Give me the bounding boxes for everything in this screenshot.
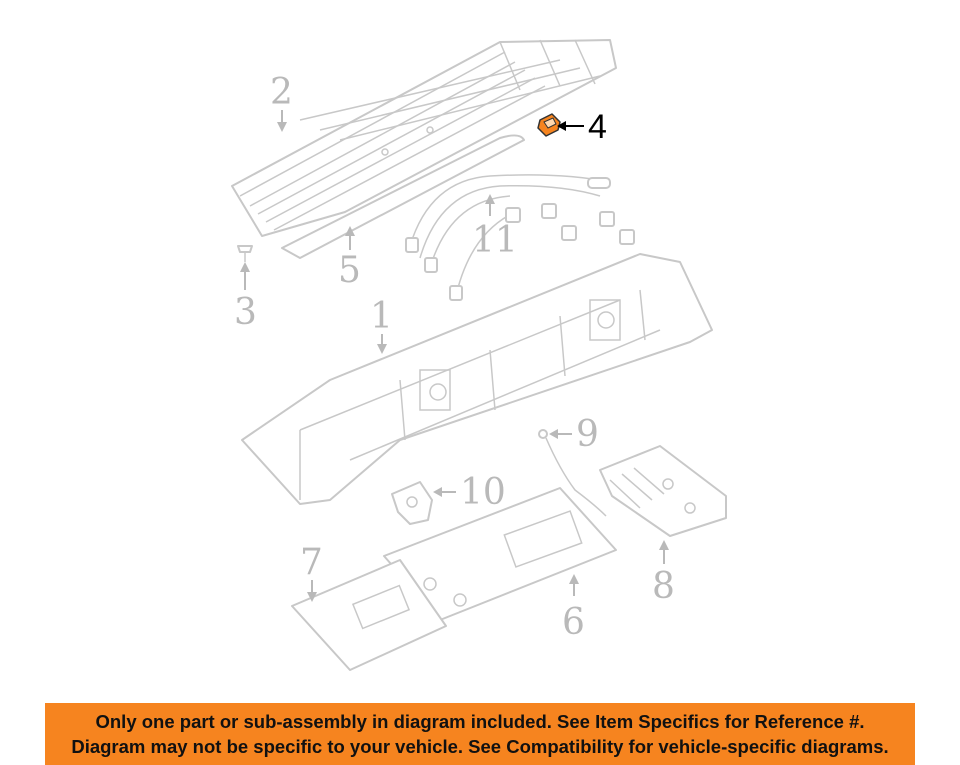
disclaimer-banner: Only one part or sub-assembly in diagram… (45, 703, 915, 765)
callout-2: 2 (270, 72, 293, 113)
part-11-harness (405, 174, 635, 301)
parts-diagram: 2 4 5 3 11 1 9 10 7 6 8 (231, 39, 727, 671)
callout-10: 10 (460, 472, 506, 513)
callout-6: 6 (562, 602, 585, 643)
part-7-panel (291, 559, 447, 671)
part-4-clip-highlighted (537, 113, 561, 137)
part-8-cover (599, 445, 727, 537)
callout-7: 7 (300, 542, 323, 583)
part-3-screw (237, 245, 253, 262)
callout-8: 8 (652, 566, 675, 607)
callout-1: 1 (370, 296, 393, 337)
callout-labels: 2 4 5 3 11 1 9 10 7 6 8 (234, 72, 675, 643)
part-1-console (241, 253, 713, 505)
part-5-seal (281, 134, 525, 259)
callout-3: 3 (234, 292, 257, 333)
part-9-lead (538, 429, 607, 517)
callout-arrows (240, 110, 669, 602)
disclaimer-line-1: Only one part or sub-assembly in diagram… (95, 711, 865, 732)
callout-9: 9 (576, 414, 599, 455)
part-10-bracket (391, 481, 433, 525)
callout-5: 5 (338, 250, 361, 291)
part-2-rails (231, 39, 617, 237)
callout-11: 11 (472, 220, 518, 261)
callout-4: 4 (588, 108, 607, 146)
disclaimer-line-2: Diagram may not be specific to your vehi… (71, 736, 889, 757)
